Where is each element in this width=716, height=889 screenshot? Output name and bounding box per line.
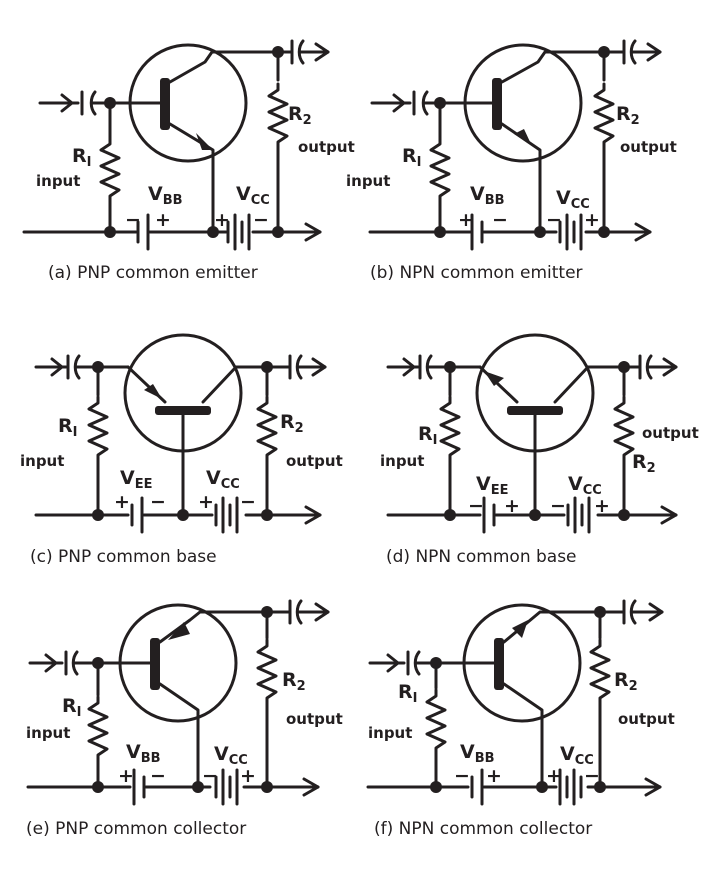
- r2-label-e: R2: [282, 669, 306, 694]
- r2-label-b: R2: [616, 103, 640, 128]
- vcc-plus-f: +: [546, 765, 562, 787]
- diagram-f: RI input R2 output VBB VCC − + + − (f) N…: [366, 599, 675, 839]
- vcc-label-a: VCC: [236, 183, 270, 208]
- vcc-minus-c: −: [240, 491, 256, 513]
- caption-a: (a) PNP common emitter: [48, 263, 258, 283]
- r1-label-a: RI: [72, 145, 91, 170]
- vbb-plus-b: +: [458, 209, 474, 231]
- vee-minus-c: −: [150, 491, 166, 513]
- vcc-minus-f: −: [584, 765, 600, 787]
- diagram-e: RI input R2 output VBB VCC + − − + (e) P…: [26, 599, 343, 839]
- diagram-c: RI input R2 output VEE VCC + − + − (c) P…: [20, 333, 343, 567]
- r1-label-d: RI: [418, 423, 437, 448]
- vee-label-c: VEE: [120, 467, 152, 492]
- input-label-e: input: [26, 724, 70, 742]
- input-label-c: input: [20, 452, 64, 470]
- vbb-minus-f: −: [454, 765, 470, 787]
- vbb-label-b: VBB: [470, 183, 505, 208]
- vcc-label-c: VCC: [206, 467, 240, 492]
- r1-label-e: RI: [62, 695, 81, 720]
- diagram-b: RI input R2 output VBB VCC + − − + (b) N…: [346, 39, 677, 283]
- vee-minus-d: −: [468, 495, 484, 517]
- vbb-plus-f: +: [486, 765, 502, 787]
- vbb-minus-a: −: [125, 209, 141, 231]
- caption-d: (d) NPN common base: [386, 547, 577, 567]
- output-label-c: output: [286, 452, 343, 470]
- vee-plus-c: +: [114, 491, 130, 513]
- r1-label-b: RI: [402, 145, 421, 170]
- input-label-f: input: [368, 724, 412, 742]
- vbb-plus-a: +: [155, 209, 171, 231]
- r1-label-c: RI: [58, 415, 77, 440]
- vcc-label-b: VCC: [556, 187, 590, 212]
- vcc-plus-c: +: [198, 491, 214, 513]
- vcc-plus-d: +: [594, 495, 610, 517]
- r2-label-c: R2: [280, 411, 304, 436]
- vbb-label-e: VBB: [126, 741, 161, 766]
- output-label-a: output: [298, 138, 355, 156]
- caption-f: (f) NPN common collector: [374, 819, 592, 839]
- input-label-d: input: [380, 452, 424, 470]
- vcc-plus-e: +: [240, 765, 256, 787]
- vee-label-d: VEE: [476, 473, 508, 498]
- vcc-minus-a: −: [253, 209, 269, 231]
- vbb-label-a: VBB: [148, 183, 183, 208]
- vcc-plus-a: +: [214, 209, 230, 231]
- r2-label-d: R2: [632, 451, 656, 476]
- r2-label-a: R2: [288, 103, 312, 128]
- vcc-label-e: VCC: [214, 743, 248, 768]
- diagram-d: RI input R2 output VEE VCC − + − + (d) N…: [380, 333, 699, 567]
- input-label-a: input: [36, 172, 80, 190]
- vcc-minus-d: −: [550, 495, 566, 517]
- output-label-b: output: [620, 138, 677, 156]
- vbb-plus-e: +: [118, 765, 134, 787]
- output-label-f: output: [618, 710, 675, 728]
- caption-e: (e) PNP common collector: [26, 819, 246, 839]
- output-label-d: output: [642, 424, 699, 442]
- caption-b: (b) NPN common emitter: [370, 263, 583, 283]
- vbb-label-f: VBB: [460, 741, 495, 766]
- output-label-e: output: [286, 710, 343, 728]
- vbb-minus-b: −: [492, 209, 508, 231]
- caption-c: (c) PNP common base: [30, 547, 217, 567]
- vcc-label-d: VCC: [568, 473, 602, 498]
- vcc-label-f: VCC: [560, 743, 594, 768]
- r1-label-f: RI: [398, 681, 417, 706]
- vcc-minus-e: −: [202, 765, 218, 787]
- vee-plus-d: +: [504, 495, 520, 517]
- vcc-minus-b: −: [546, 209, 562, 231]
- r2-label-f: R2: [614, 669, 638, 694]
- diagram-a: RI input R2 output VBB VCC − + + − (a) P…: [22, 39, 355, 283]
- input-label-b: input: [346, 172, 390, 190]
- vbb-minus-e: −: [150, 765, 166, 787]
- vcc-plus-b: +: [584, 209, 600, 231]
